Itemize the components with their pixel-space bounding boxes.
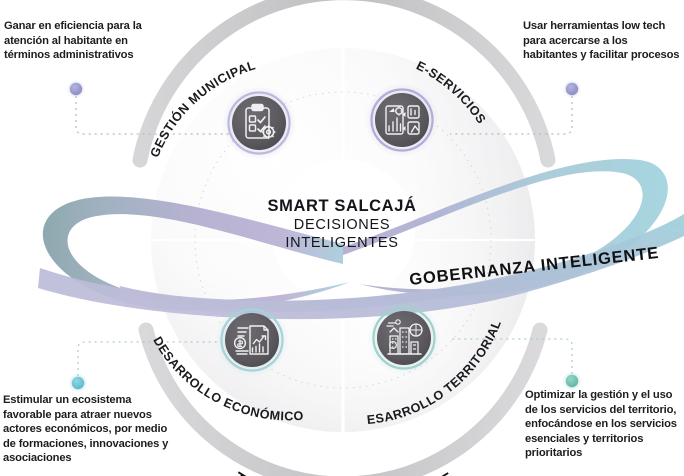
- callout-text-bottom-left: Estimular un ecosistema favorable para a…: [3, 394, 169, 464]
- clipboard-checklist-gear-icon: [245, 103, 276, 140]
- connector-lines: [75, 96, 573, 382]
- center-text-block: SMART SALCAJÁ DECISIONES INTELIGENTES: [252, 197, 432, 252]
- arc-band-bottom: [138, 322, 548, 476]
- callout-text-bottom-right: Optimizar la gestión y el uso de los ser…: [525, 389, 677, 459]
- callout-dots: [67, 80, 582, 393]
- connector-top-right: [450, 96, 573, 135]
- icon-ring: [227, 91, 291, 155]
- dashboard-analytics-icon: [385, 105, 420, 135]
- center-subtitle-line-1: DECISIONES: [293, 217, 391, 233]
- icon-node-desarrollo-economico[interactable]: [215, 303, 289, 377]
- smart-city-icon: [386, 319, 423, 355]
- center-subtitle-line-2: INTELIGENTES: [285, 235, 399, 251]
- outer-arc-bands: [132, 0, 556, 476]
- callout-dot-top-left[interactable]: [69, 82, 83, 96]
- icon-disc: [225, 313, 279, 367]
- callout-dot-bottom-left[interactable]: [71, 376, 85, 390]
- ribbon-gobernanza-band: [38, 214, 684, 320]
- callout-text-top-left: Ganar en eficiencia para la atención al …: [4, 20, 142, 61]
- connector-top-left: [75, 96, 232, 135]
- icon-ring: [220, 308, 284, 372]
- infinity-ribbon: [38, 159, 684, 320]
- finance-growth-report-icon: [233, 325, 269, 355]
- center-title: SMART SALCAJÁ: [267, 197, 417, 215]
- icon-ring: [372, 306, 436, 370]
- center-disc: [271, 159, 415, 303]
- callout-text-top-right: Usar herramientas low tech para acercars…: [523, 20, 680, 61]
- arc-band-top: [132, 0, 556, 168]
- icon-disc: [377, 311, 431, 365]
- icon-disc: [375, 93, 429, 147]
- icon-ring: [370, 88, 434, 152]
- callout-dot-bottom-right[interactable]: [565, 374, 579, 388]
- dotted-guides: [194, 91, 492, 389]
- icon-node-gestion-municipal[interactable]: [222, 86, 296, 160]
- icon-node-desarrollo-territorial[interactable]: [367, 301, 441, 375]
- callout-dot-top-right[interactable]: [565, 82, 579, 96]
- dotted-ring: [194, 91, 492, 389]
- ribbon-left-loop: [42, 196, 351, 311]
- icon-node-e-servicios[interactable]: [365, 83, 439, 157]
